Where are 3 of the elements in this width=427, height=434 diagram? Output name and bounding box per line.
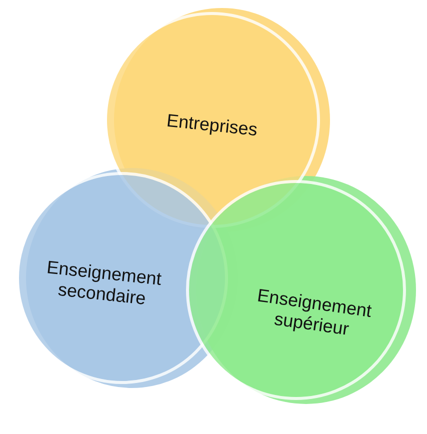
circle-label: Enseignement supérieur xyxy=(255,284,374,340)
circle-label: Entreprises xyxy=(164,108,260,142)
circle-label: Enseignement secondaire xyxy=(44,256,164,310)
